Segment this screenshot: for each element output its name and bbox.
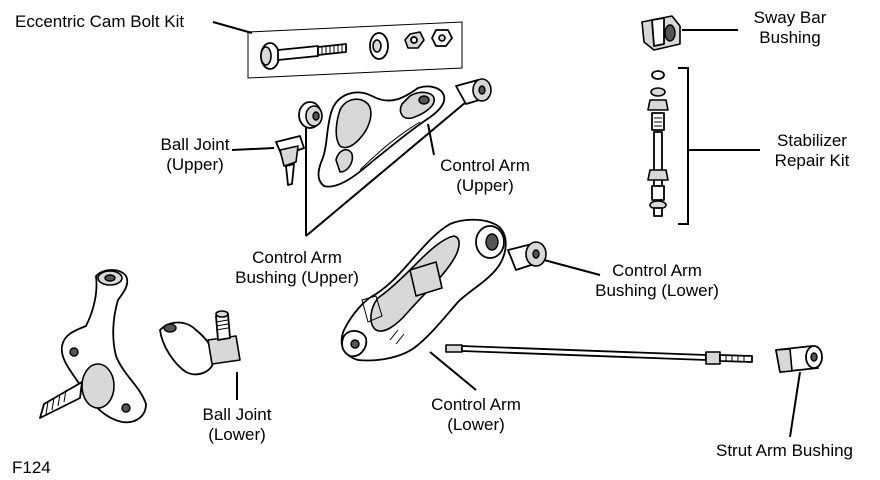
label-stabilizer-line2: Repair Kit	[774, 151, 850, 170]
label-cab-upper-line2: Bushing (Upper)	[235, 268, 359, 287]
label-cab-lower-line1: Control Arm	[612, 261, 702, 280]
cam-bolt-shank	[277, 45, 319, 61]
figure-code: F124	[12, 458, 51, 477]
label-control-arm-lower-line2: (Lower)	[447, 415, 505, 434]
stab-bushing-top	[647, 99, 669, 111]
label-control-arm-upper-line2: (Upper)	[456, 176, 514, 195]
leader-stabilizer-bracket	[678, 67, 689, 225]
upper-bushing-right-hole	[478, 85, 486, 95]
upper-control-arm-part	[298, 78, 492, 188]
stab-washer-top	[650, 87, 666, 97]
sway-bushing-face	[651, 17, 665, 47]
label-control-arm-lower-line1: Control Arm	[431, 395, 521, 414]
label-eccentric-cam-bolt-kit: Eccentric Cam Bolt Kit	[15, 12, 185, 31]
strut-rod-part	[445, 344, 753, 365]
leader-bushing-upper-right	[305, 101, 467, 237]
stab-nut-top	[651, 70, 665, 80]
lower-arm-detail	[389, 329, 405, 345]
lower-control-arm-part	[340, 218, 507, 362]
ball-joint-upper-part	[275, 135, 305, 186]
knuckle-bolt-hole-2	[121, 403, 131, 413]
kit-backing-card	[247, 21, 463, 79]
label-cab-lower-line2: Bushing (Lower)	[595, 281, 719, 300]
lower-ball-joint-stud	[215, 313, 231, 341]
upper-bushing-left-hole	[312, 111, 320, 121]
knuckle-bolt-hole-1	[69, 347, 79, 357]
steering-knuckle-part	[39, 269, 147, 424]
label-control-arm-bushing-lower: Control Arm Bushing (Lower)	[582, 261, 732, 301]
label-control-arm-bushing-upper: Control Arm Bushing (Upper)	[222, 248, 372, 288]
strut-rod-shaft	[461, 345, 707, 361]
label-ball-joint-lower-line2: (Lower)	[208, 425, 266, 444]
lower-bushing-hole	[532, 249, 540, 259]
label-ball-joint-lower: Ball Joint (Lower)	[190, 405, 284, 445]
lower-ball-joint-housing	[207, 335, 241, 365]
cam-bolt-eccentric	[260, 46, 272, 66]
eccentric-cam-bolt-kit-parts	[247, 21, 463, 79]
lower-control-arm-bushing-part	[507, 241, 547, 271]
leader-control-arm-lower	[429, 351, 477, 391]
knuckle-upper-boss-hole	[104, 274, 116, 282]
upper-arm-ball-joint-seat	[335, 148, 354, 173]
label-stabilizer-line1: Stabilizer	[777, 131, 847, 150]
upper-arm-right-eye-hole	[418, 95, 430, 105]
strut-thread-lines	[725, 355, 745, 362]
cam-nut-2-hole	[438, 34, 446, 42]
label-control-arm-lower: Control Arm (Lower)	[420, 395, 532, 435]
upper-ball-joint-stud	[285, 163, 295, 186]
cam-washer-hole	[372, 39, 382, 53]
upper-arm-left-web	[335, 98, 372, 149]
spindle-thread-lines	[45, 389, 67, 415]
leader-lines	[212, 21, 801, 438]
sway-bushing-hole	[664, 24, 676, 42]
stab-bolt-thread	[654, 117, 662, 127]
lower-arm-tab	[361, 295, 383, 323]
lower-arm-pivot-hole	[485, 233, 499, 251]
upper-arm-flange-line	[359, 121, 421, 171]
label-ball-joint-upper-line2: (Upper)	[166, 155, 224, 174]
lower-arm-ball-joint-hole	[350, 339, 360, 349]
strut-bushing-hole	[810, 352, 818, 362]
strut-rod-end-left	[445, 344, 463, 353]
lower-ball-joint-thread	[215, 319, 229, 331]
leader-strut-arm-bushing	[789, 371, 801, 438]
stabilizer-repair-kit-parts	[647, 70, 669, 217]
thread-lines	[321, 44, 343, 55]
leader-ball-joint-upper	[231, 147, 275, 151]
label-sway-bar-bushing: Sway Bar Bushing	[740, 8, 840, 48]
strut-rod-collar	[705, 351, 721, 365]
stab-grommet-low	[651, 185, 665, 201]
knuckle-hub-face	[81, 363, 115, 409]
lower-arm-spring-pad	[409, 261, 443, 297]
stab-bushing-mid	[647, 169, 669, 181]
upper-ball-joint-housing	[279, 145, 299, 167]
label-control-arm-upper-line1: Control Arm	[440, 156, 530, 175]
label-strut-arm-bushing: Strut Arm Bushing	[716, 441, 854, 460]
leader-control-arm-bushing-lower	[543, 259, 601, 276]
label-stabilizer-repair-kit: Stabilizer Repair Kit	[762, 131, 862, 171]
strut-rod-thread	[719, 354, 753, 363]
stab-nut-low	[653, 207, 663, 217]
label-sway-bar-bushing-line2: Bushing	[759, 28, 821, 47]
sway-bar-bushing-part	[641, 15, 681, 51]
ball-joint-lower-part	[159, 310, 241, 376]
strut-arm-bushing-part	[775, 345, 823, 373]
label-ball-joint-lower-line1: Ball Joint	[202, 405, 272, 424]
knuckle-spindle	[39, 381, 83, 419]
leader-eccentric-cam-bolt-kit	[212, 21, 253, 34]
label-ball-joint-upper-line1: Ball Joint	[160, 135, 230, 154]
label-sway-bar-bushing-line1: Sway Bar	[753, 8, 827, 27]
label-control-arm-upper: Control Arm (Upper)	[430, 156, 540, 196]
cam-bolt-thread	[317, 43, 347, 56]
label-cab-upper-line1: Control Arm	[252, 248, 342, 267]
lower-ball-joint-arm-hole	[163, 323, 177, 333]
leader-control-arm-upper	[427, 123, 435, 156]
lower-ball-joint-stud-top	[215, 310, 229, 318]
cam-nut-1-hole	[410, 36, 418, 44]
strut-bushing-shoulder	[775, 348, 793, 373]
label-ball-joint-upper: Ball Joint (Upper)	[150, 135, 240, 175]
